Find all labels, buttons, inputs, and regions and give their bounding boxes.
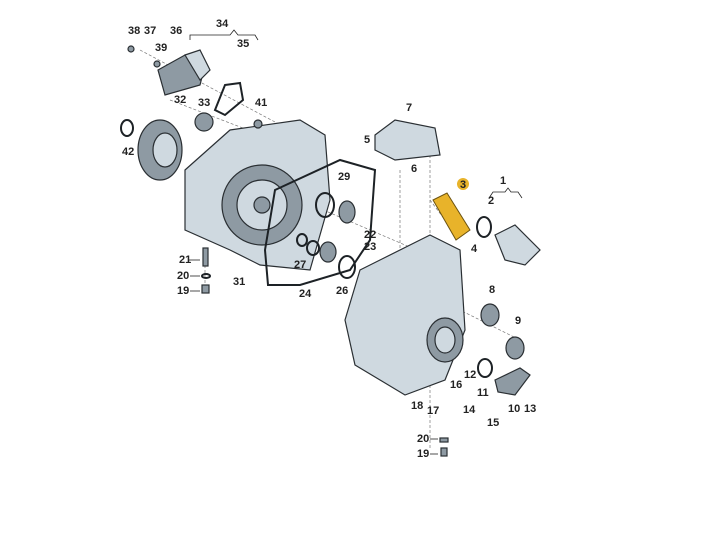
leader-lines — [188, 29, 523, 455]
callout-17: 17 — [427, 405, 439, 417]
callout-18: 18 — [411, 400, 423, 412]
callout-38: 38 — [128, 25, 140, 37]
selector-assembly — [127, 45, 263, 132]
callout-31: 31 — [233, 276, 245, 288]
gearbox-housing-right — [344, 234, 466, 396]
callout-42: 42 — [122, 146, 134, 158]
gasket — [263, 158, 377, 286]
callout-4: 4 — [471, 243, 478, 255]
callout-32: 32 — [174, 94, 186, 106]
highlight-marker — [457, 178, 469, 190]
callout-33: 33 — [198, 97, 210, 109]
callout-3: 3 — [460, 179, 466, 191]
callout-11: 11 — [477, 387, 489, 399]
callout-35: 35 — [237, 38, 249, 50]
callout-24: 24 — [299, 288, 312, 300]
seals-and-rings — [296, 192, 356, 279]
oil-filter — [432, 192, 541, 266]
callout-19: 19 — [177, 285, 189, 297]
callout-7: 7 — [406, 102, 412, 114]
callout-37: 37 — [144, 25, 156, 37]
callout-41: 41 — [255, 97, 267, 109]
oil-cooler — [374, 119, 441, 161]
filter-element — [432, 192, 471, 241]
flange-shaft — [120, 119, 183, 181]
callout-5: 5 — [364, 134, 370, 146]
callout-19-lower: 19 — [417, 448, 429, 460]
callout-8: 8 — [489, 284, 495, 296]
callout-16: 16 — [450, 379, 462, 391]
callout-26: 26 — [336, 285, 348, 297]
callout-20: 20 — [177, 270, 189, 282]
bolts-left — [201, 247, 211, 294]
small-parts-right — [439, 303, 531, 457]
callout-12: 12 — [464, 369, 476, 381]
callout-labels: 38 37 36 34 35 39 32 33 41 42 7 5 6 29 3… — [122, 18, 536, 460]
callout-6: 6 — [411, 163, 417, 175]
callout-27: 27 — [294, 259, 306, 271]
callout-29: 29 — [338, 171, 350, 183]
callout-9: 9 — [515, 315, 521, 327]
callout-34: 34 — [216, 18, 229, 30]
callout-1: 1 — [500, 175, 506, 187]
callout-14: 14 — [463, 404, 476, 416]
callout-10: 10 — [508, 403, 520, 415]
callout-22: 22 — [364, 229, 376, 241]
callout-21: 21 — [179, 254, 191, 266]
callout-2: 2 — [488, 195, 494, 207]
callout-23: 23 — [364, 241, 376, 253]
callout-15: 15 — [487, 417, 499, 429]
callout-36: 36 — [170, 25, 182, 37]
callout-20-lower: 20 — [417, 433, 429, 445]
callout-13: 13 — [524, 403, 536, 415]
callout-39: 39 — [155, 42, 167, 54]
